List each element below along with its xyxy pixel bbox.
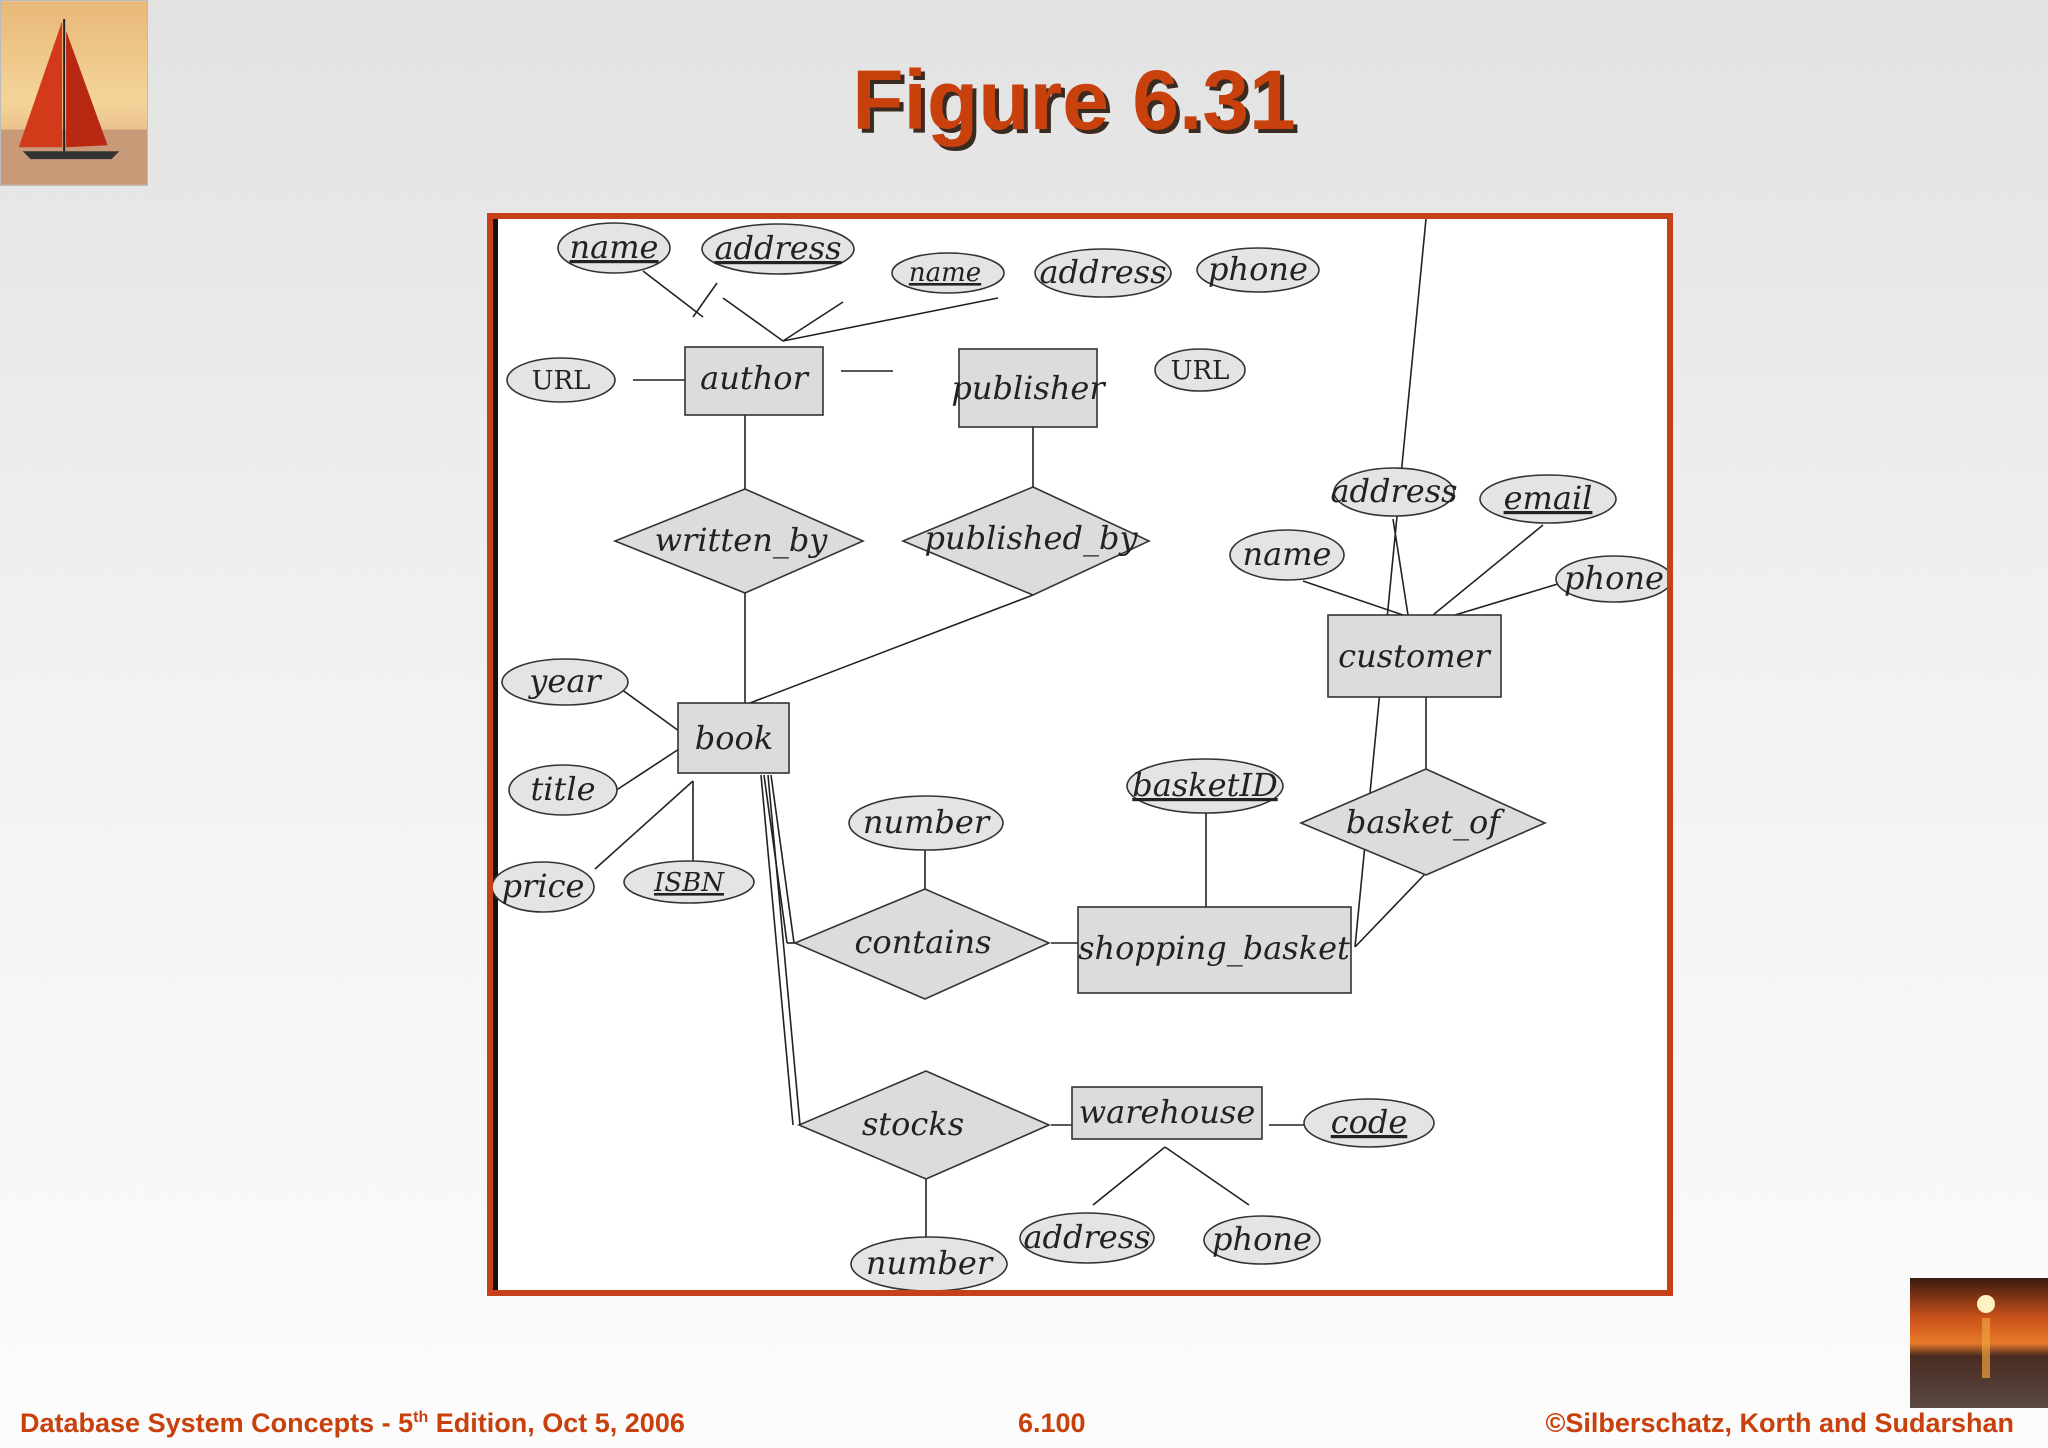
attr-basket-id: basketID xyxy=(1132,766,1277,804)
attr-author-url: URL xyxy=(532,366,591,396)
attr-book-price: price xyxy=(502,867,585,905)
attr-publisher-name: name xyxy=(909,258,981,288)
entity-warehouse: warehouse xyxy=(1079,1093,1256,1131)
attr-book-title: title xyxy=(530,770,595,808)
relationship-written-by: written_by xyxy=(655,521,829,559)
attr-contains-number: number xyxy=(863,803,991,841)
er-diagram: author publisher book customer shopping_… xyxy=(493,219,1667,1290)
entity-book: book xyxy=(695,719,773,757)
slide-title: Figure 6.31 xyxy=(852,53,1296,147)
er-diagram-frame: author publisher book customer shopping_… xyxy=(487,213,1673,1296)
attr-book-year: year xyxy=(527,662,602,700)
entity-author: author xyxy=(700,359,809,397)
entity-shopping-basket: shopping_basket xyxy=(1078,929,1350,967)
entity-publisher: publisher xyxy=(951,369,1106,407)
attr-publisher-phone: phone xyxy=(1208,250,1308,288)
attr-customer-phone: phone xyxy=(1564,559,1664,597)
sailboat-logo xyxy=(0,0,148,186)
attr-warehouse-phone: phone xyxy=(1212,1220,1312,1258)
sunset-logo xyxy=(1910,1278,2048,1408)
footer-copyright: ©Silberschatz, Korth and Sudarshan xyxy=(1545,1408,2014,1438)
attr-author-name: name xyxy=(570,228,659,266)
attr-stocks-number: number xyxy=(866,1244,994,1282)
attr-warehouse-address: address xyxy=(1023,1218,1150,1256)
footer-book-title: Database System Concepts - 5th Edition, … xyxy=(20,1408,685,1438)
footer-slide-number: 6.100 xyxy=(1018,1408,1086,1438)
attr-customer-email: email xyxy=(1504,479,1593,517)
attr-book-isbn: ISBN xyxy=(653,868,725,898)
attr-customer-address: address xyxy=(1330,472,1457,510)
attr-customer-name: name xyxy=(1243,535,1332,573)
attr-publisher-url: URL xyxy=(1171,356,1230,386)
attr-warehouse-code: code xyxy=(1331,1103,1408,1141)
relationship-published-by: published_by xyxy=(924,519,1138,557)
attr-author-address: address xyxy=(714,229,841,267)
attr-publisher-address: address xyxy=(1039,253,1166,291)
relationship-basket-of: basket_of xyxy=(1346,803,1505,841)
relationship-contains: contains xyxy=(855,923,992,961)
entity-customer: customer xyxy=(1338,637,1491,675)
relationship-stocks: stocks xyxy=(862,1105,964,1143)
